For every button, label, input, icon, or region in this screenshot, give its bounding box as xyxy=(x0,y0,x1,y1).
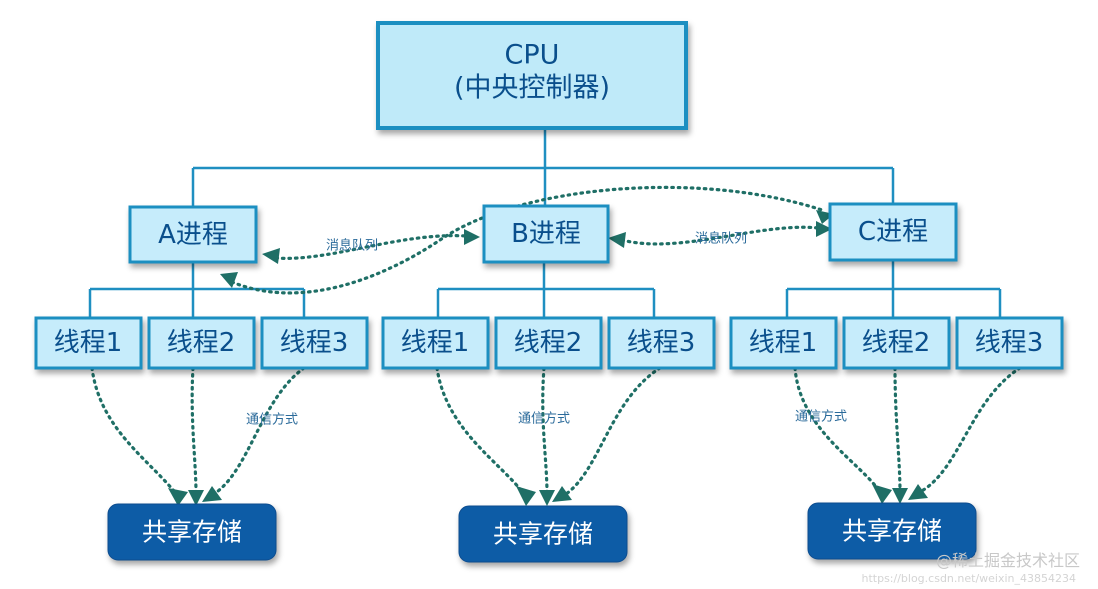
mq-arrow-a-c-long xyxy=(230,185,824,295)
thread-label: 线程1 xyxy=(749,328,818,358)
arrowhead xyxy=(464,229,480,245)
cpu-box: CPU (中央控制器) xyxy=(376,21,688,130)
thread-label: 线程2 xyxy=(514,328,583,358)
hierarchy-wires xyxy=(88,128,1002,318)
arrowhead xyxy=(220,272,238,288)
thread-box: 线程2 xyxy=(842,316,951,370)
ipc-arrows xyxy=(90,185,1022,506)
cpu-title: CPU xyxy=(505,40,560,71)
arrowhead xyxy=(816,221,832,237)
mq-arrow-b-c xyxy=(620,225,820,246)
thread-box: 线程1 xyxy=(381,316,490,370)
arrowhead xyxy=(262,248,280,264)
storage-label: 共享存储 xyxy=(142,518,242,547)
thread-label: 线程3 xyxy=(280,328,349,358)
thread-box: 线程3 xyxy=(955,316,1064,370)
mq-arrow-a-b xyxy=(274,234,468,260)
thread-label: 线程2 xyxy=(167,328,236,358)
thread-box: 线程2 xyxy=(494,316,603,370)
shared-storage-box-c: 共享存储 xyxy=(807,502,977,560)
process-label: B进程 xyxy=(511,219,581,249)
shared-storage-box-b: 共享存储 xyxy=(458,505,628,563)
comm-method-label: 通信方式 xyxy=(518,411,570,427)
thread-box: 线程3 xyxy=(607,316,716,370)
thread-label: 线程1 xyxy=(401,328,470,358)
thread-box: 线程2 xyxy=(147,316,256,370)
process-box-a: A进程 xyxy=(128,205,258,264)
thread-label: 线程2 xyxy=(862,328,931,358)
process-label: C进程 xyxy=(858,217,928,247)
process-box-c: C进程 xyxy=(828,202,958,262)
thread-label: 线程3 xyxy=(627,328,696,358)
thread-box: 线程1 xyxy=(34,316,143,370)
comm-method-label: 通信方式 xyxy=(246,412,298,428)
message-queue-label: 消息队列 xyxy=(695,231,747,247)
process-label: A进程 xyxy=(158,220,228,250)
cpu-subtitle: (中央控制器) xyxy=(454,73,610,104)
storage-label: 共享存储 xyxy=(842,517,942,546)
watermark-main: @稀土掘金技术社区 xyxy=(936,551,1080,570)
thread-box: 线程1 xyxy=(729,316,838,370)
arrowhead xyxy=(608,232,626,248)
watermark-url: https://blog.csdn.net/weixin_43854234 xyxy=(861,572,1076,585)
thread-label: 线程3 xyxy=(975,328,1044,358)
comm-method-label: 通信方式 xyxy=(795,409,847,425)
storage-label: 共享存储 xyxy=(493,520,593,549)
thread-label: 线程1 xyxy=(54,328,123,358)
thread-box: 线程3 xyxy=(260,316,369,370)
process-box-b: B进程 xyxy=(482,204,610,264)
shared-storage-box-a: 共享存储 xyxy=(107,503,277,561)
message-queue-label: 消息队列 xyxy=(326,238,378,254)
